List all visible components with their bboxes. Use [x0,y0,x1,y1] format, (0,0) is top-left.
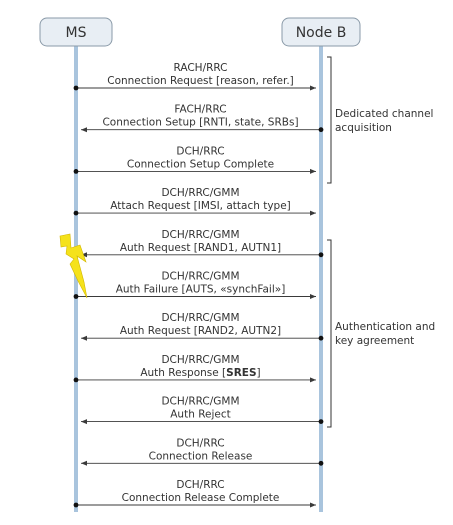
message-origin-dot [318,335,324,341]
participant-ms-label: MS [66,25,87,41]
arrow-head-icon [81,460,87,466]
phase-authentication: Authentication and key agreement [327,239,435,428]
message-label: Connection Request [reason, refer.] [107,75,294,87]
message-origin-dot [318,460,324,466]
message-origin-dot [73,502,79,508]
message-protocol: DCH/RRC/GMM [161,187,239,199]
arrow-head-icon [310,294,316,299]
message-protocol: DCH/RRC [176,145,224,157]
message-label: Auth Request [RAND2, AUTN2] [120,325,281,337]
arrow-head-icon [310,168,316,174]
message-protocol: DCH/RRC [176,437,224,449]
message-label: Auth Reject [170,409,231,421]
participant-node-b-label: Node B [296,25,347,41]
participant-ms: MS [39,17,113,47]
message-origin-dot [73,169,79,174]
arrow-head-icon [81,252,87,258]
phase-label-line1: Authentication and [335,321,435,333]
message-protocol: FACH/RRC [174,104,226,116]
message-origin-dot [73,85,79,91]
phase-label-line2: acquisition [335,122,392,134]
phase-label-line1: Dedicated channel [335,108,433,120]
phase-bracket [327,239,332,428]
arrow-head-icon [81,419,87,425]
arrow-head-icon [310,377,316,383]
message-label-part: ] [257,367,261,379]
message-protocol: DCH/RRC/GMM [161,271,239,283]
arrow-head-icon [81,127,87,133]
message-label: Auth Request [RAND1, AUTN1] [120,242,281,254]
message-protocol: DCH/RRC/GMM [161,354,239,366]
message-label: Attach Request [IMSI, attach type] [110,200,291,212]
message-label: Auth Response [SRES] [140,367,260,379]
message-label-bold: SRES [226,367,256,379]
message-protocol: DCH/RRC [176,479,224,491]
message-label-part: Auth Response [ [140,367,226,379]
participant-node-b: Node B [281,17,361,47]
message-origin-dot [318,252,324,258]
message-protocol: RACH/RRC [173,62,227,74]
message-origin-dot [318,419,324,424]
phase-bracket [327,56,332,184]
message-origin-dot [73,377,79,383]
lightning-bolt-icon [59,233,88,299]
message-label: Connection Release [149,450,253,462]
message-protocol: DCH/RRC/GMM [161,396,239,408]
phase-dedicated-channel: Dedicated channel acquisition [327,56,433,184]
arrow-head-icon [310,85,316,91]
arrow-head-icon [310,502,316,508]
arrow-head-icon [81,335,87,341]
message-label: Auth Failure [AUTS, «synchFail»] [116,284,286,296]
message-origin-dot [73,294,79,299]
message-protocol: DCH/RRC/GMM [161,229,239,241]
message-label: Connection Setup Complete [127,158,274,170]
message-origin-dot [73,210,79,216]
message-origin-dot [318,127,324,133]
message-label: Connection Setup [RNTI, state, SRBs] [102,117,298,129]
arrow-head-icon [310,210,316,216]
message-label: Connection Release Complete [122,492,280,504]
phase-label-line2: key agreement [335,335,414,347]
message-protocol: DCH/RRC/GMM [161,312,239,324]
